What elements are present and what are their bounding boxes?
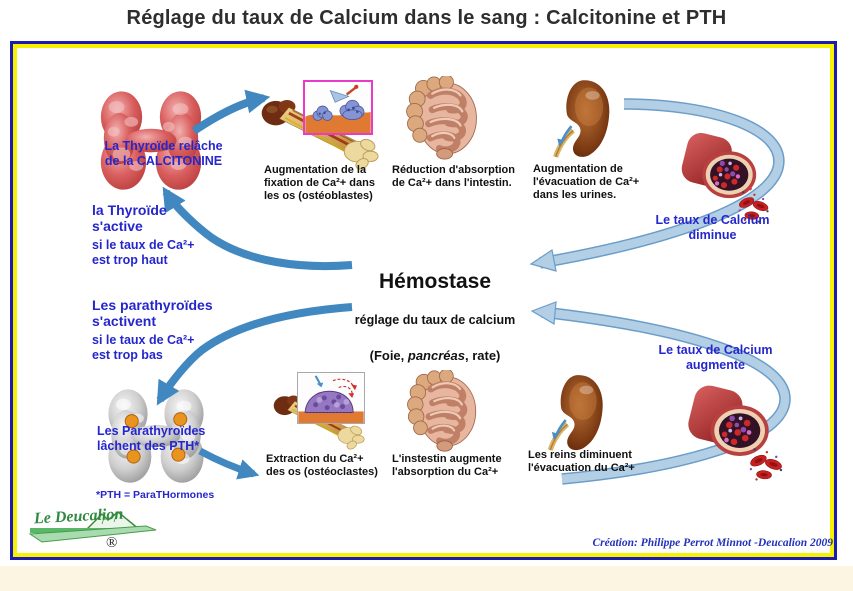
registered-mark: ® [106,535,118,551]
bone-effect-bottom: Extraction du Ca²+ des os (ostéoclastes) [266,453,378,478]
trowel-icon [329,90,350,103]
pth-footnote: *PTH = ParaTHormones [96,489,215,501]
deucalion-logo: Le Deucalion ® [28,506,178,564]
blood-result-increase: Le taux de Calcium augmente [658,343,773,372]
hemostase-subheading: réglage du taux de calcium [354,313,516,328]
blood-vessel-illustration [681,133,769,223]
parathyroid-glands-illustration [108,389,204,483]
kidney-effect-top: Augmentation de l'évacuation de Ca²+ dan… [533,163,640,201]
blood-result-decrease: Le taux de Calcium diminue [655,213,770,242]
kidney-illustration [547,375,603,451]
parathyroid-caption: Les Parathyroïdes lâchent des PTH* [97,424,206,453]
kidney-effect-bottom: Les reins diminuent l'évacuation du Ca²+ [528,449,635,474]
bone-effect-top: Augmentation de la fixation de Ca²+ dans… [264,164,375,202]
footer-strip [0,566,853,591]
credit-line: Création: Philippe Perrot Minnot -Deucal… [592,537,833,549]
diagram-frame-border [10,41,837,560]
osteoblast-cells-inset [303,80,373,135]
parathyroid-trigger-condition: si le taux de Ca²+ est trop bas [92,333,195,362]
hemostase-block: Hémostase réglage du taux de calcium (Fo… [340,252,530,382]
hemostase-organs: (Foie, pancréas, rate) [369,348,501,364]
page-title: Réglage du taux de Calcium dans le sang … [126,7,727,29]
intestine-effect-top: Réduction d'absorption de Ca²+ dans l'in… [392,164,515,189]
thyroid-trigger: la Thyroïde s'active [92,202,167,235]
parathyroid-trigger: Les parathyroïdes s'activent [92,297,213,330]
thyroid-illustration [100,91,202,190]
kidney-illustration [553,80,610,158]
thyroid-trigger-condition: si le taux de Ca²+ est trop haut [92,238,195,267]
intestine-illustration [407,370,477,452]
blood-vessel-illustration [688,385,783,481]
intestine-illustration [406,76,477,160]
parathyroid-dots [124,412,188,464]
hemostase-heading: Hémostase [378,269,492,293]
thyroid-caption: La Thyroïde relâche de la CALCITONINE [104,139,223,168]
logo-mountain-icon [28,511,157,543]
intestine-effect-bottom: L'instestin augmente l'absorption du Ca²… [392,453,502,478]
hemostase-organs-italic: pancréas [407,348,465,364]
